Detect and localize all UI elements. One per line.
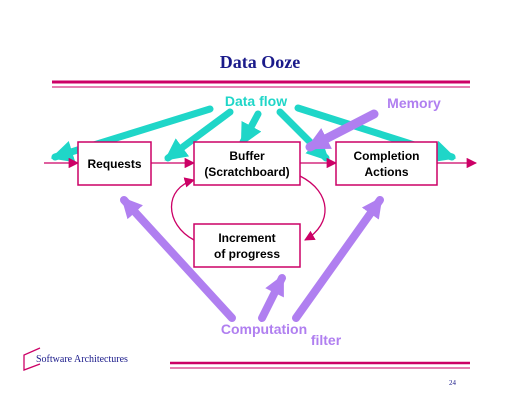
data-flow-label: Data flow [225,93,287,109]
completion-label-line2: Actions [364,165,408,179]
buffer-to-increment-arrow [299,175,326,241]
data-flow-arrow-completion [276,108,330,162]
buffer-label-line2: (Scratchboard) [204,165,289,179]
filter-arrow-to-completion [292,196,384,322]
footer-label: Software Architectures [36,354,128,365]
data-flow-arrow-buffer [239,110,262,146]
completion-box: Completion Actions [335,141,438,186]
increment-box: Increment of progress [193,223,301,268]
page-number: 24 [449,379,456,387]
completion-label-line1: Completion [354,149,420,163]
buffer-label-line1: Buffer [229,149,265,163]
increment-label-line1: Increment [218,231,275,245]
requests-label: Requests [87,157,141,171]
memory-arrow [305,109,379,152]
filter-label: filter [311,332,342,348]
filter-arrow-to-requests [120,196,236,322]
computation-label: Computation [221,321,307,337]
buffer-box: Buffer (Scratchboard) [193,141,301,186]
slide-title: Data Ooze [220,52,300,72]
memory-label: Memory [387,95,441,111]
increment-label-line2: of progress [214,247,280,261]
increment-to-buffer-arrow [171,177,196,241]
software-architectures-logo [23,347,41,371]
requests-box: Requests [77,141,152,186]
process-flow-arrows [44,157,478,241]
data-flow-arrow-requests [164,108,234,162]
computation-filter-arrows [120,196,384,322]
filter-arrow-to-increment [258,274,286,322]
